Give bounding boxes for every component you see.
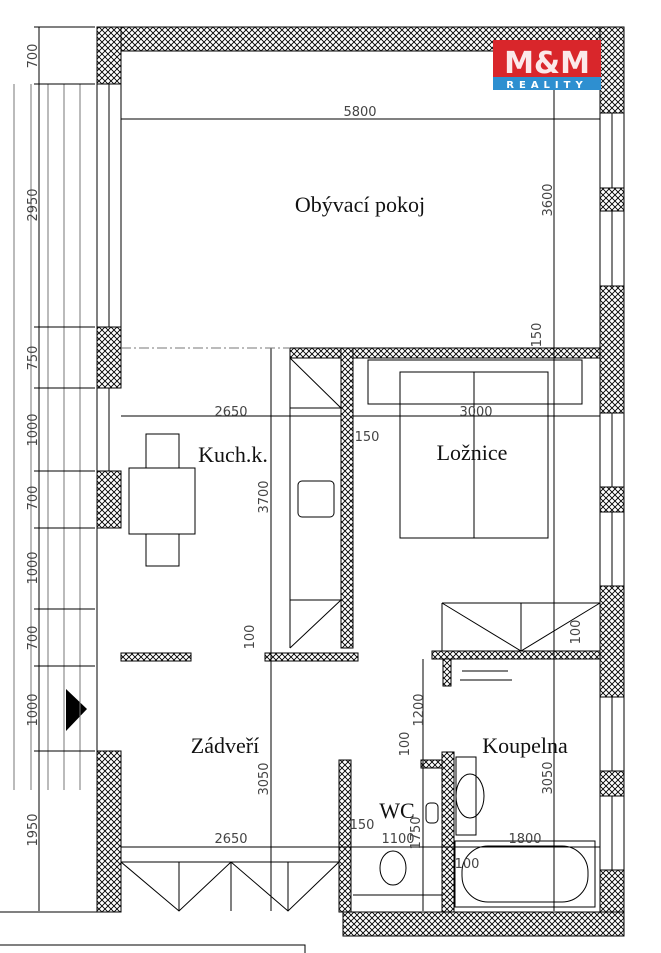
dim-left-6: 1000 [26, 551, 41, 584]
dim-kitchen-depth: 3700 [257, 480, 272, 513]
dim-hall-width: 2650 [214, 832, 247, 847]
room-hall: Zádveří [191, 733, 259, 758]
dimension-labels: 5800 3600 150 2650 3000 150 3700 100 305… [214, 105, 584, 872]
room-kitchen: Kuch.k. [198, 442, 268, 467]
room-wc: WC [379, 798, 414, 823]
dim-wc-left-wall: 150 [350, 818, 375, 833]
svg-text:REALITY: REALITY [506, 80, 587, 91]
dim-wc-width: 1100 [381, 832, 414, 847]
dim-left-9: 1950 [26, 813, 41, 846]
room-bedroom: Ložnice [437, 440, 508, 465]
dim-living-width: 5800 [343, 105, 376, 120]
svg-text:M&M: M&M [504, 46, 590, 81]
mm-reality-logo: M&M REALITY [493, 40, 601, 91]
dim-bedroom-width: 3000 [459, 405, 492, 420]
room-bathroom: Koupelna [482, 733, 568, 758]
room-living: Obývací pokoj [295, 192, 425, 217]
dim-left-5: 700 [26, 486, 41, 511]
dim-bath-left-wall: 100 [455, 857, 480, 872]
dim-left-8: 1000 [26, 693, 41, 726]
dim-left-1: 700 [26, 44, 41, 69]
dim-bath-depth: 3050 [541, 761, 556, 794]
dim-corridor-depth: 1200 [412, 693, 427, 726]
room-labels: Obývací pokoj Kuch.k. Ložnice Zádveří Ko… [191, 192, 568, 823]
dim-kitchen-wall: 100 [243, 625, 258, 650]
dim-wc-wall-top: 100 [398, 732, 413, 757]
dim-living-depth: 3600 [541, 183, 556, 216]
left-dimension-chain: 700 2950 750 1000 700 1000 700 1000 1950 [26, 44, 41, 847]
dim-wall-living-bedroom: 150 [530, 323, 545, 348]
dim-bathtub-length: 1800 [508, 832, 541, 847]
dim-kitchen-width: 2650 [214, 405, 247, 420]
dim-wc-depth: 1750 [409, 816, 424, 849]
entrance-arrow-icon [66, 689, 87, 731]
dim-hall-depth: 3050 [257, 762, 272, 795]
dim-left-3: 750 [26, 346, 41, 371]
windows [96, 84, 625, 870]
dim-left-7: 700 [26, 626, 41, 651]
dim-wall-kitchen-bedroom: 150 [355, 430, 380, 445]
dim-left-2: 2950 [26, 188, 41, 221]
dimension-lines [0, 26, 600, 953]
dim-left-4: 1000 [26, 413, 41, 446]
interior-walls [120, 347, 601, 913]
exterior-walls [96, 26, 625, 937]
furniture [66, 357, 601, 912]
dim-bath-top-wall: 100 [569, 620, 584, 645]
